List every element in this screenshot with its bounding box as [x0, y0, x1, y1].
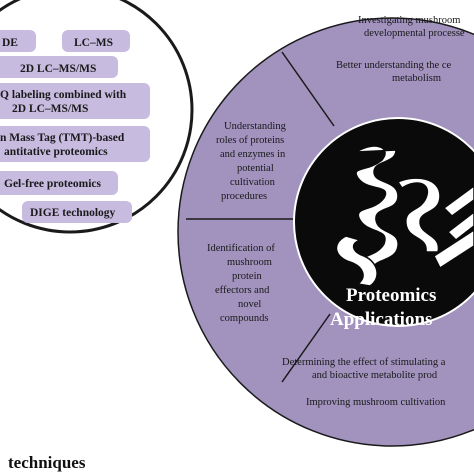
svg-text:novel: novel: [238, 299, 261, 310]
svg-text:Investigating mushroom: Investigating mushroom: [358, 15, 460, 26]
svg-text:antitative proteomics: antitative proteomics: [4, 146, 108, 158]
svg-text:Q labeling combined with: Q labeling combined with: [0, 89, 127, 101]
segment-divider: [281, 313, 331, 383]
technique-pill: n Mass Tag (TMT)-based antitative proteo…: [0, 126, 150, 162]
svg-text:effectors and: effectors and: [215, 285, 270, 296]
svg-text:2D LC–MS/MS: 2D LC–MS/MS: [12, 103, 88, 115]
technique-pill: Q labeling combined with 2D LC–MS/MS: [0, 83, 150, 119]
center-title-line2: Applications: [330, 309, 432, 330]
svg-text:metabolism: metabolism: [392, 73, 441, 84]
technique-pill: Gel-free proteomics: [0, 171, 118, 195]
center-title-line1: Proteomics: [346, 285, 436, 306]
svg-text:cultivation: cultivation: [230, 177, 276, 188]
svg-text:Understanding: Understanding: [224, 121, 287, 132]
svg-text:LC–MS: LC–MS: [74, 37, 113, 49]
svg-text:n Mass Tag (TMT)-based: n Mass Tag (TMT)-based: [0, 132, 125, 144]
applications-ring: Proteomics Applications Investigating mu…: [177, 15, 474, 447]
svg-text:Improving mushroom cultivatio: Improving mushroom cultivation: [306, 397, 446, 408]
segment-upper-left: Understanding roles of proteins and enzy…: [216, 121, 287, 202]
svg-text:procedures: procedures: [221, 191, 267, 202]
segment-divider: [281, 51, 335, 127]
center-disc: [293, 117, 474, 327]
technique-pill: DE: [0, 30, 36, 52]
svg-text:compounds: compounds: [220, 313, 268, 324]
svg-text:mushroom: mushroom: [227, 257, 272, 268]
svg-text:and bioactive metabolite prod: and bioactive metabolite prod: [312, 370, 438, 381]
svg-text:2D LC–MS/MS: 2D LC–MS/MS: [20, 63, 96, 75]
protein-structure-icon: [335, 145, 474, 287]
technique-pill: 2D LC–MS/MS: [0, 56, 118, 78]
segment-lower-left: Identification of mushroom protein effec…: [207, 243, 275, 324]
svg-text:developmental processe: developmental processe: [364, 28, 465, 39]
svg-text:protein: protein: [232, 271, 262, 282]
svg-text:roles of proteins: roles of proteins: [216, 135, 284, 146]
segment-top: Investigating mushroom developmental pro…: [336, 15, 465, 84]
svg-text:DIGE technology: DIGE technology: [30, 207, 116, 219]
technique-pill: DIGE technology: [22, 201, 132, 223]
svg-text:Better understanding the ce: Better understanding the ce: [336, 60, 452, 71]
techniques-caption: techniques: [8, 453, 86, 472]
svg-text:Gel-free proteomics: Gel-free proteomics: [4, 178, 101, 190]
svg-text:and enzymes in: and enzymes in: [220, 149, 286, 160]
segment-bottom: Determining the effect of stimulating a …: [282, 357, 446, 408]
svg-text:DE: DE: [2, 37, 18, 49]
techniques-circle: DE LC–MS 2D LC–MS/MS Q labeling combined…: [0, 0, 194, 234]
svg-text:Identification of: Identification of: [207, 243, 275, 254]
technique-pill: LC–MS: [62, 30, 130, 52]
svg-text:potential: potential: [237, 163, 274, 174]
svg-text:Determining the effect of sti: Determining the effect of stimulating a: [282, 357, 446, 368]
